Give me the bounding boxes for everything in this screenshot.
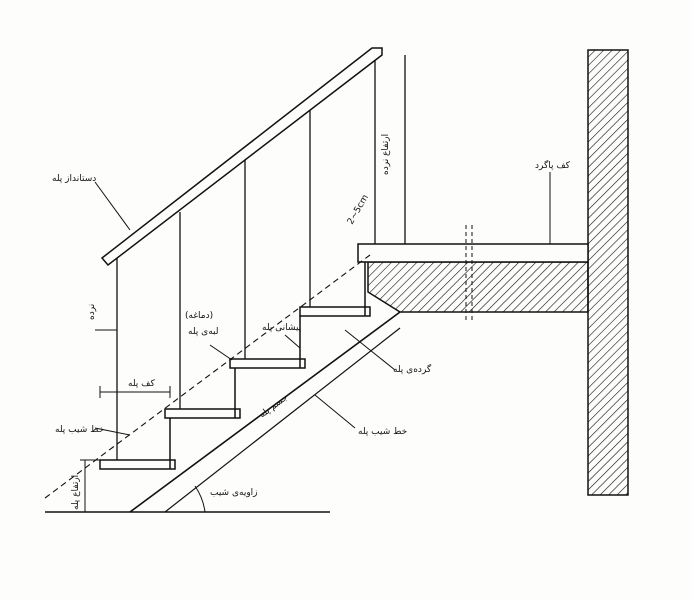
tread-3 bbox=[229, 358, 306, 369]
stringer-bottom bbox=[164, 327, 401, 513]
landing-top bbox=[357, 243, 589, 263]
landing-slab bbox=[367, 261, 589, 313]
label-stringer: گرده‌ی پله bbox=[393, 363, 432, 375]
label-stair-body: جسم پله bbox=[258, 393, 290, 421]
label-nosing-range: 2~5cm bbox=[346, 193, 371, 226]
label-slope-angle: زاویه‌ی شیب bbox=[210, 488, 258, 498]
label-tread-lip-alt: (دماغه) bbox=[185, 311, 213, 321]
handrail bbox=[100, 47, 383, 267]
label-railing-height: ارتفاع نرده bbox=[381, 134, 391, 175]
stringer-top bbox=[129, 311, 401, 513]
leader-lip bbox=[209, 344, 233, 361]
label-tread-lip: لبه‌ی پله bbox=[188, 327, 219, 337]
wall-hatched bbox=[587, 49, 629, 496]
label-riser: ارتفاع پله bbox=[71, 475, 81, 510]
label-nosing: پیشانی پله bbox=[262, 323, 302, 333]
leader-stringer bbox=[344, 329, 396, 371]
label-walking: خط شیب پله bbox=[55, 425, 104, 435]
label-tread: کف پله bbox=[128, 379, 155, 389]
leader-nosing bbox=[284, 334, 301, 349]
leader-walking bbox=[94, 427, 131, 436]
label-slope-line: خط شیب پله bbox=[358, 427, 407, 437]
tread-1 bbox=[99, 459, 176, 470]
label-guard: نرده bbox=[87, 304, 97, 320]
label-handrail: دستانداز پله bbox=[52, 174, 96, 184]
slope-dashed bbox=[44, 254, 371, 499]
label-landing: کف پاگرد bbox=[535, 159, 571, 171]
slope-arc bbox=[194, 485, 206, 513]
tread-4 bbox=[299, 306, 371, 317]
leader-slope bbox=[314, 394, 356, 429]
tread-2 bbox=[164, 408, 241, 419]
leader-handrail bbox=[94, 181, 131, 231]
steps bbox=[99, 262, 371, 470]
